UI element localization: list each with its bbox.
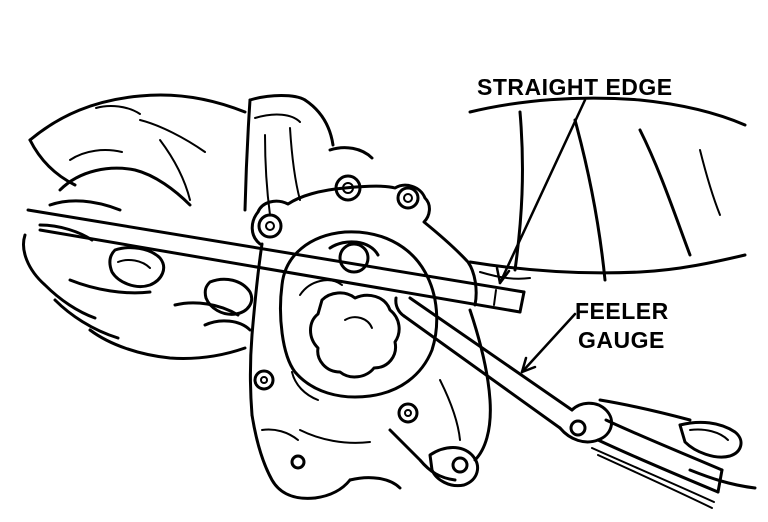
label-feeler: FEELER: [575, 298, 669, 324]
straight-edge-arrowhead: [495, 266, 511, 285]
straight-edge-bar: [26, 208, 526, 314]
right-arm: [468, 96, 747, 282]
leader-lines: [495, 98, 587, 374]
feeler-gauge-blade: [394, 296, 724, 509]
straight-edge-leader: [498, 98, 587, 285]
label-straight-edge: STRAIGHT EDGE: [477, 74, 673, 100]
feeler-gauge-leader: [520, 312, 577, 374]
left-hand: [22, 93, 254, 360]
label-gauge: GAUGE: [578, 327, 665, 353]
feeler-gauge-arrowhead: [520, 356, 537, 374]
pump-housing: [243, 94, 492, 500]
pump-rotors: [279, 230, 439, 401]
